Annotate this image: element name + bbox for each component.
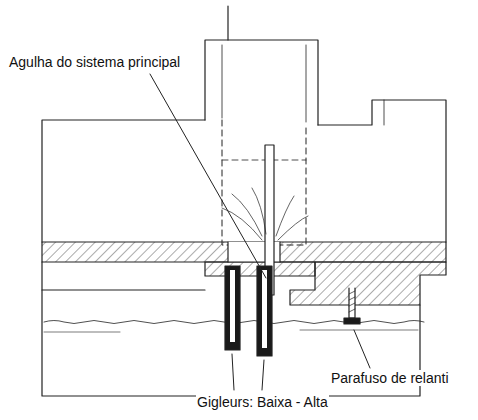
idle-block <box>290 262 446 305</box>
venturi-body <box>318 100 446 242</box>
venturi-body <box>42 120 205 242</box>
jet-passage <box>227 242 228 262</box>
low-jet <box>225 266 240 350</box>
leader-line <box>232 354 234 390</box>
tube-inner <box>222 45 223 118</box>
bowl-top <box>42 289 205 290</box>
part-label: Gigleurs: Baixa - Alta <box>196 394 329 410</box>
venturi-floor <box>42 242 446 262</box>
leader-line <box>262 360 264 390</box>
part-label: Agulha do sistema principal <box>8 54 181 70</box>
tube-inner <box>306 45 307 122</box>
high-jet-bore <box>262 270 267 348</box>
tube-edge <box>227 6 228 40</box>
leader-line <box>354 330 370 368</box>
fuel-spray <box>222 188 308 240</box>
fuel-level <box>300 330 418 331</box>
part-label: Parafuso de relanti <box>330 370 450 386</box>
screw-head <box>344 318 360 324</box>
screw-thread <box>349 291 355 312</box>
slide-edge <box>222 160 306 161</box>
high-jet <box>257 266 272 356</box>
jet-passage <box>279 242 280 262</box>
low-jet-bore <box>230 270 235 342</box>
intake-tube <box>205 40 318 125</box>
fuel-level <box>44 332 120 333</box>
flange <box>384 100 385 125</box>
idle-screw <box>349 288 355 318</box>
leader-line <box>150 74 266 278</box>
throttle-slide <box>222 120 306 245</box>
